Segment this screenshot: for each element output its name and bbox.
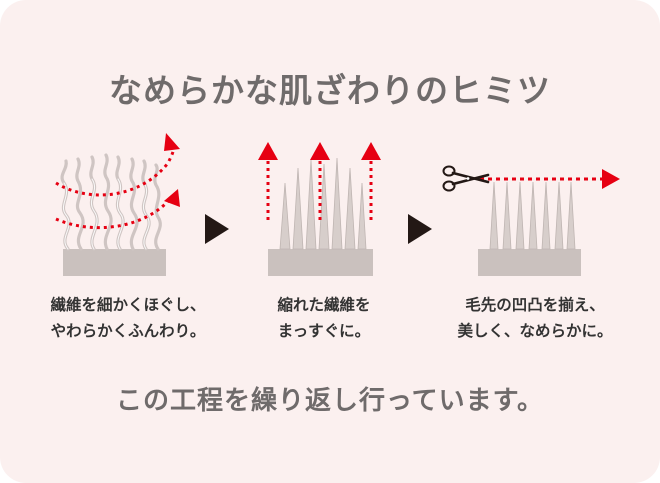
curly-fibers-icon [55, 133, 180, 276]
scissors-icon [442, 165, 490, 192]
step-2-caption: 縮れた繊維を まっすぐに。 [277, 296, 371, 340]
step-arrow-icon [205, 214, 229, 244]
step-arrow-icon [408, 214, 432, 244]
trimmed-fibers-icon [478, 169, 620, 276]
step-3-caption: 毛先の凹凸を揃え、 美しく、なめらかに。 [457, 296, 613, 340]
page-title: なめらかな肌ざわりのヒミツ [109, 71, 551, 110]
step-1-caption: 繊維を細かくほぐし、 やわらかくふんわり。 [50, 296, 206, 340]
straight-fibers-icon [258, 142, 381, 276]
footer-note: この工程を繰り返し行っています。 [115, 386, 545, 416]
